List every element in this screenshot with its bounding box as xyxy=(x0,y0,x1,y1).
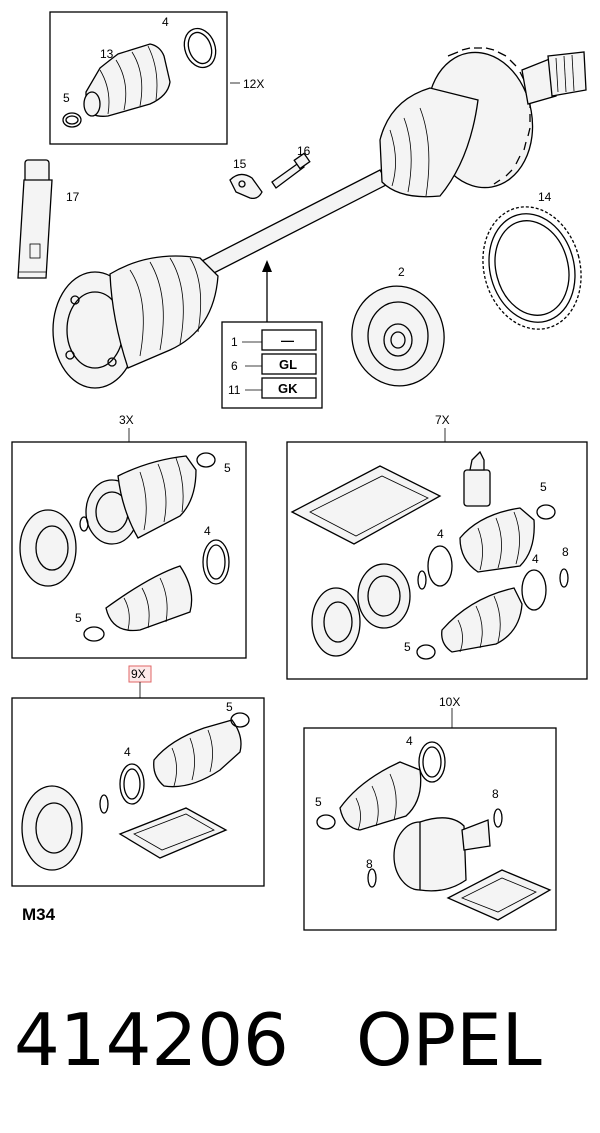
label-kit10-qty: 10X xyxy=(439,695,460,709)
label-kit7-clamp-left: 4 xyxy=(437,527,444,541)
label-kit10-clamp-large: 4 xyxy=(406,734,413,748)
code-variant-11: GK xyxy=(278,381,298,396)
label-bolt: 16 xyxy=(297,144,311,158)
label-top-kit-clamp-large: 4 xyxy=(162,15,169,29)
brand-name: OPEL xyxy=(356,998,542,1082)
label-variant-6: 6 xyxy=(231,359,238,373)
label-kit9-qty: 9X xyxy=(131,667,146,681)
grease-tube: 17 xyxy=(17,159,80,279)
label-inner-joint: 2 xyxy=(398,265,405,279)
label-washer: 15 xyxy=(233,157,247,171)
label-kit7-qty: 7X xyxy=(435,413,450,427)
driveshaft-assembly xyxy=(52,47,587,389)
label-kit10-circlip-left: 8 xyxy=(366,857,373,871)
label-top-kit-clamp-small: 5 xyxy=(63,91,70,105)
variant-table: 1 6 11 — GL GK xyxy=(221,321,323,409)
label-kit10-clamp-small: 5 xyxy=(315,795,322,809)
label-top-kit-qty: 12X xyxy=(243,77,264,91)
label-kit3-qty: 3X xyxy=(119,413,134,427)
kit-9x: 9X 5 4 xyxy=(11,665,265,887)
kit-10x: 10X 4 5 8 8 xyxy=(303,695,557,931)
boot-kit-12x: 12X 13 4 5 xyxy=(49,11,264,145)
fasteners: 15 16 xyxy=(229,144,311,200)
label-top-kit-boot: 13 xyxy=(100,47,114,61)
diagram-code: M34 xyxy=(22,905,56,924)
label-kit7-clamp-bottom: 5 xyxy=(404,640,411,654)
code-variant-6: GL xyxy=(279,357,297,372)
kit-3x: 3X 5 4 5 xyxy=(11,413,247,659)
label-kit9-clamp-large: 4 xyxy=(124,745,131,759)
label-kit7-circlip: 8 xyxy=(562,545,569,559)
label-variant-11: 11 xyxy=(228,383,241,397)
label-kit3-clamp-mid: 4 xyxy=(204,524,211,538)
label-variant-1: 1 xyxy=(231,335,238,349)
label-kit10-circlip-right: 8 xyxy=(492,787,499,801)
label-kit7-clamp-top: 5 xyxy=(540,480,547,494)
kit-7x: 7X 5 4 4 8 5 xyxy=(286,413,588,680)
label-kit3-clamp-bottom: 5 xyxy=(75,611,82,625)
label-kit7-clamp-right: 4 xyxy=(532,552,539,566)
label-kit3-clamp-top: 5 xyxy=(224,461,231,475)
part-number: 414206 xyxy=(14,998,289,1082)
label-reluctor-ring: 14 xyxy=(538,190,552,204)
code-variant-1: — xyxy=(281,333,294,348)
reluctor-ring: 14 xyxy=(482,190,582,330)
inner-joint: 2 xyxy=(351,265,445,387)
label-kit9-clamp-small: 5 xyxy=(226,700,233,714)
label-grease-tube: 17 xyxy=(66,190,80,204)
